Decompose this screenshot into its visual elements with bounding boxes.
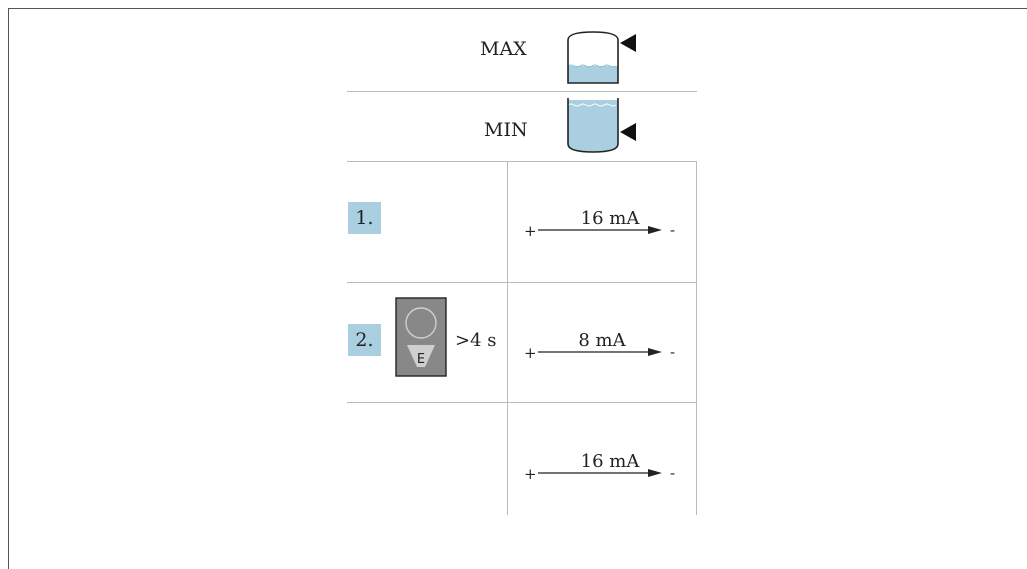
step-1-current-arrow: + - bbox=[524, 221, 675, 240]
column-separator bbox=[507, 161, 508, 515]
right-border bbox=[696, 161, 697, 515]
step-3-current-value: 16 mA bbox=[580, 451, 640, 472]
tank-min-outline bbox=[567, 98, 619, 153]
step-2-current-value: 8 mA bbox=[578, 330, 626, 351]
tank-max-outline bbox=[567, 31, 619, 84]
step-1-plus: + bbox=[524, 222, 537, 240]
step-3-current: 16 mA bbox=[520, 451, 700, 491]
tank-min-icon bbox=[567, 98, 636, 153]
step-1-current-value: 16 mA bbox=[580, 208, 640, 229]
step-1-minus: - bbox=[670, 221, 675, 239]
key-e-label: E bbox=[417, 352, 425, 367]
operating-key-e-icon[interactable]: E bbox=[395, 297, 447, 377]
step-2-duration: >4 s bbox=[455, 330, 497, 351]
divider-3 bbox=[347, 282, 697, 283]
min-label: MIN bbox=[484, 119, 528, 141]
divider-2 bbox=[347, 161, 697, 162]
tank-min-surface bbox=[567, 103, 617, 107]
step-1-current: 16 mA bbox=[520, 208, 700, 248]
tank-min-liquid bbox=[568, 100, 618, 152]
step-3-current-arrow: + - bbox=[524, 464, 675, 483]
step-1-badge: 1. bbox=[348, 202, 381, 234]
step-2-minus: - bbox=[670, 343, 675, 361]
step-2-badge: 2. bbox=[348, 324, 381, 356]
tank-min-sensor-arrow bbox=[620, 123, 636, 141]
step-2-current: 8 mA bbox=[512, 330, 692, 370]
tank-max-icon bbox=[567, 31, 636, 84]
tank-max-air bbox=[568, 47, 618, 66]
figure-frame bbox=[8, 8, 1027, 569]
step-3-minus: - bbox=[670, 464, 675, 482]
tank-max-surface bbox=[567, 64, 617, 68]
step-2-current-arrow: + - bbox=[524, 343, 675, 362]
divider-1 bbox=[347, 91, 697, 92]
max-label: MAX bbox=[480, 38, 527, 60]
step-2-plus: + bbox=[524, 344, 537, 362]
step-3-plus: + bbox=[524, 465, 537, 483]
divider-4 bbox=[347, 402, 697, 403]
tank-max-sensor-arrow bbox=[620, 34, 636, 52]
